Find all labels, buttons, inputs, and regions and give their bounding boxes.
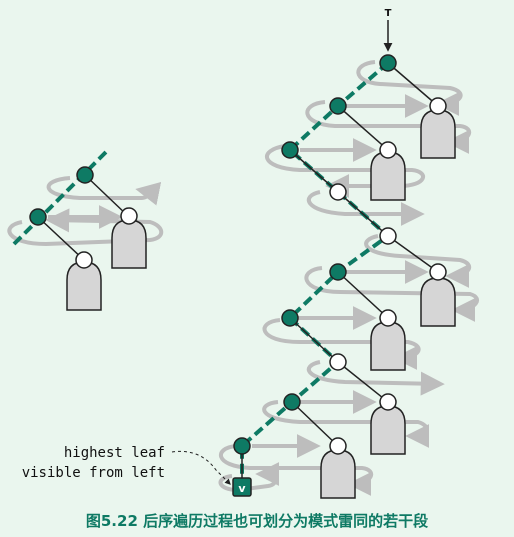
subtree-shape — [111, 219, 147, 269]
right-child-node — [429, 263, 447, 281]
nodes — [233, 54, 447, 455]
path-node — [329, 263, 347, 281]
subtree-shape — [420, 109, 456, 159]
path-node — [233, 437, 251, 455]
annotation-pointer — [171, 450, 231, 485]
loop-arrow — [7, 208, 164, 247]
left-path-dashed — [12, 148, 110, 246]
right-child-node — [379, 141, 397, 159]
gray-arrows — [252, 94, 429, 458]
path-node — [329, 97, 347, 115]
left-pattern — [7, 148, 164, 311]
right-child-node — [329, 183, 347, 201]
right-child-node — [329, 437, 347, 455]
tree-edge — [37, 216, 85, 261]
annotation-line2: visible from left — [22, 465, 165, 481]
right-child-node — [75, 251, 93, 269]
gray-loops — [218, 60, 479, 496]
path-node — [281, 309, 299, 327]
path-node — [76, 166, 94, 184]
annotation-line1: highest leaf — [64, 445, 165, 461]
subtree-shape — [320, 449, 356, 499]
path-node — [379, 227, 397, 245]
subtree-shape — [370, 405, 406, 455]
subtrees — [320, 109, 456, 499]
subtree-shape — [370, 321, 406, 371]
loop-arrow — [46, 176, 162, 206]
subtree-shape — [66, 261, 102, 311]
tree-edges — [241, 62, 439, 486]
right-child-node — [120, 207, 138, 225]
path-node — [29, 208, 47, 226]
tree-edge — [84, 174, 129, 217]
path-node — [379, 54, 397, 72]
top-marker-label: T — [385, 8, 392, 19]
right-child-node — [379, 309, 397, 327]
right-pattern: v T — [218, 8, 479, 499]
subtree-shape — [370, 151, 406, 201]
figure-caption: 图5.22 后序遍历过程也可划分为模式雷同的若干段 — [85, 512, 429, 530]
path-node — [283, 393, 301, 411]
path-node — [281, 141, 299, 159]
right-child-node — [329, 353, 347, 371]
right-child-node — [379, 393, 397, 411]
right-child-node — [429, 97, 447, 115]
subtree-shape — [420, 277, 456, 327]
leaf-v-box — [232, 477, 252, 497]
leaf-v-label: v — [238, 482, 246, 495]
